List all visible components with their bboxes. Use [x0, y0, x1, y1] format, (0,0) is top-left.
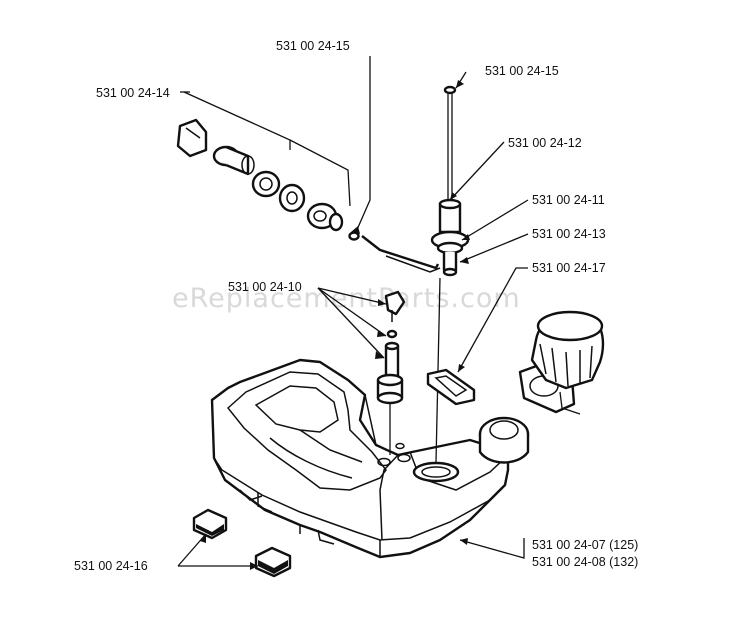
arrowhead [460, 538, 468, 545]
label-part-15-left: 531 00 24-15 [276, 39, 350, 53]
label-part-08: 531 00 24-08 (132) [532, 555, 638, 569]
fuel-filter-kit [176, 91, 351, 232]
label-part-07: 531 00 24-07 (125) [532, 538, 638, 552]
label-part-14: 531 00 24-14 [96, 86, 170, 100]
arrowhead [351, 226, 360, 234]
label-part-17: 531 00 24-17 [532, 261, 606, 275]
arrowhead [462, 234, 470, 240]
arrowhead [450, 192, 457, 200]
arrowhead [250, 562, 258, 570]
label-part-10: 531 00 24-10 [228, 280, 302, 294]
arrowhead [460, 257, 469, 264]
rubber-feet [192, 508, 292, 578]
fuel-hose [348, 231, 441, 273]
label-part-15-right: 531 00 24-15 [485, 64, 559, 78]
arrowhead [200, 534, 206, 543]
label-part-13: 531 00 24-13 [532, 227, 606, 241]
label-part-16: 531 00 24-16 [74, 559, 148, 573]
arrowhead [378, 299, 386, 306]
leader-lines [177, 56, 529, 567]
fuel-cap [478, 310, 605, 464]
arrowhead [377, 330, 386, 337]
vent-assembly [430, 85, 470, 463]
arrowhead [375, 351, 384, 359]
label-part-11: 531 00 24-11 [532, 193, 605, 207]
arrowhead [456, 80, 464, 88]
watermark: eReplacementParts.com [172, 283, 521, 314]
arrowhead [458, 364, 465, 372]
label-part-12: 531 00 24-12 [508, 136, 582, 150]
gasket [426, 368, 476, 406]
pickup-parts [376, 290, 406, 455]
fuel-tank [210, 358, 510, 559]
